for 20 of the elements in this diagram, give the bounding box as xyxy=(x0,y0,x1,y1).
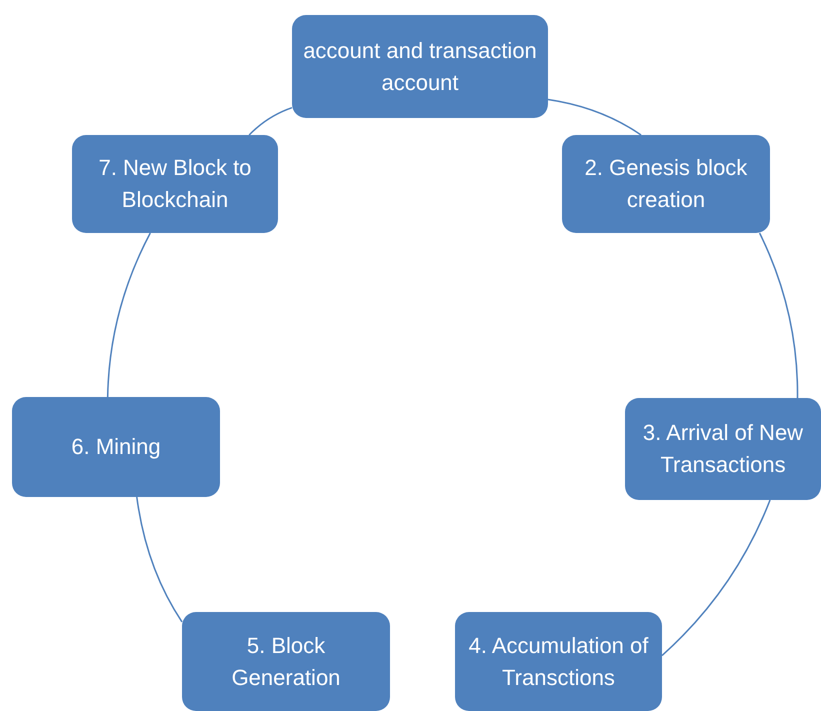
process-box xyxy=(72,135,278,233)
connector-arc xyxy=(248,107,292,136)
step-label: 7. New Block to Blockchain xyxy=(98,154,252,214)
process-box xyxy=(625,398,821,500)
process-box xyxy=(292,15,548,118)
step-label: 3. Arrival of New Transactions xyxy=(642,419,804,479)
process-box xyxy=(182,612,390,711)
step-label: account and transaction account xyxy=(302,36,538,96)
process-box xyxy=(562,135,770,233)
connector-arc xyxy=(136,496,183,622)
process-box xyxy=(455,612,662,711)
step-label: 4. Accumulation of Transctions xyxy=(468,632,650,692)
step-label: 6. Mining xyxy=(71,433,161,462)
connector-arc xyxy=(548,98,642,136)
step-label: 5. Block Generation xyxy=(230,632,342,692)
step-label: 2. Genesis block creation xyxy=(584,154,748,214)
process-box xyxy=(12,397,220,497)
connector-arc xyxy=(106,232,151,398)
connector-arc xyxy=(758,232,798,398)
connector-arc xyxy=(661,500,771,656)
